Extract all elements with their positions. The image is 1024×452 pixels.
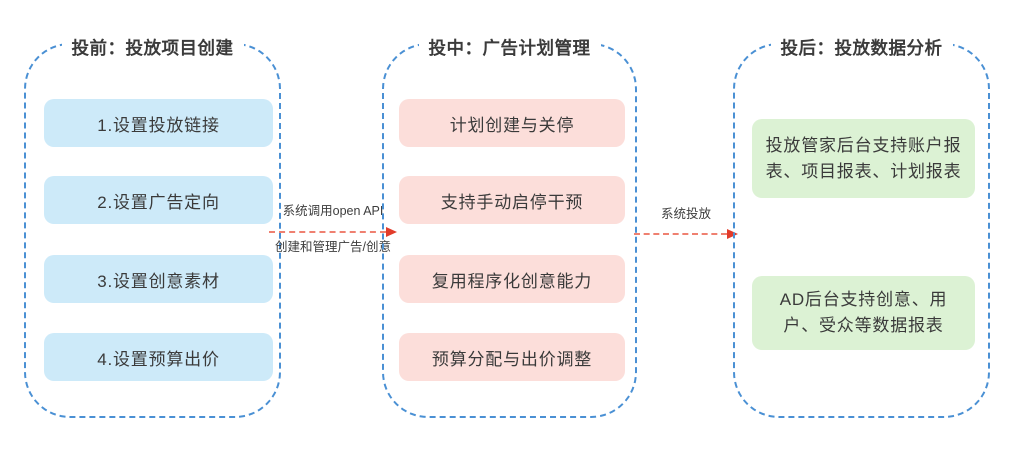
stage-title-in-flight: 投中：广告计划管理 bbox=[384, 37, 635, 59]
stage-pre-launch-panel: 投前：投放项目创建 1.设置投放链接 2.设置广告定向 3.设置创意素材 4.设… bbox=[24, 37, 281, 418]
stage-in-flight-panel: 投中：广告计划管理 计划创建与关停 支持手动启停干预 复用程序化创意能力 预算分… bbox=[382, 37, 637, 418]
step-box-set-link: 1.设置投放链接 bbox=[44, 99, 273, 147]
stage-title-pre-launch: 投前：投放项目创建 bbox=[26, 37, 279, 59]
arrow-line bbox=[269, 227, 397, 237]
arrow-dash-line bbox=[634, 233, 727, 235]
report-box-manager-backend: 投放管家后台支持账户报表、项目报表、计划报表 bbox=[752, 119, 975, 198]
stage-title-text: 投中：广告计划管理 bbox=[418, 37, 601, 59]
arrow-dash-line bbox=[269, 231, 386, 233]
step-box-programmatic-reuse: 复用程序化创意能力 bbox=[399, 255, 625, 303]
arrow-label-top: 系统调用open API bbox=[282, 204, 384, 218]
step-box-set-creative: 3.设置创意素材 bbox=[44, 255, 273, 303]
stage-post-launch-panel: 投后：投放数据分析 投放管家后台支持账户报表、项目报表、计划报表 AD后台支持创… bbox=[733, 37, 990, 418]
flow-arrow-open-api: 系统调用open API 创建和管理广告/创意 bbox=[269, 203, 397, 255]
arrow-head-icon bbox=[727, 229, 738, 239]
stage-title-post-launch: 投后：投放数据分析 bbox=[735, 37, 988, 59]
arrow-label-bottom: 创建和管理广告/创意 bbox=[275, 240, 391, 254]
step-box-plan-create-stop: 计划创建与关停 bbox=[399, 99, 625, 147]
step-box-budget-bid-adjust: 预算分配与出价调整 bbox=[399, 333, 625, 381]
stage-title-text: 投前：投放项目创建 bbox=[61, 37, 244, 59]
flow-arrow-system-delivery: 系统投放 bbox=[634, 206, 738, 239]
arrow-line bbox=[634, 229, 738, 239]
arrow-head-icon bbox=[386, 227, 397, 237]
step-box-set-budget: 4.设置预算出价 bbox=[44, 333, 273, 381]
arrow-label-top: 系统投放 bbox=[660, 207, 711, 221]
report-box-ad-backend: AD后台支持创意、用户、受众等数据报表 bbox=[752, 276, 975, 350]
step-box-set-targeting: 2.设置广告定向 bbox=[44, 176, 273, 224]
stage-title-text: 投后：投放数据分析 bbox=[770, 37, 953, 59]
step-box-manual-intervene: 支持手动启停干预 bbox=[399, 176, 625, 224]
